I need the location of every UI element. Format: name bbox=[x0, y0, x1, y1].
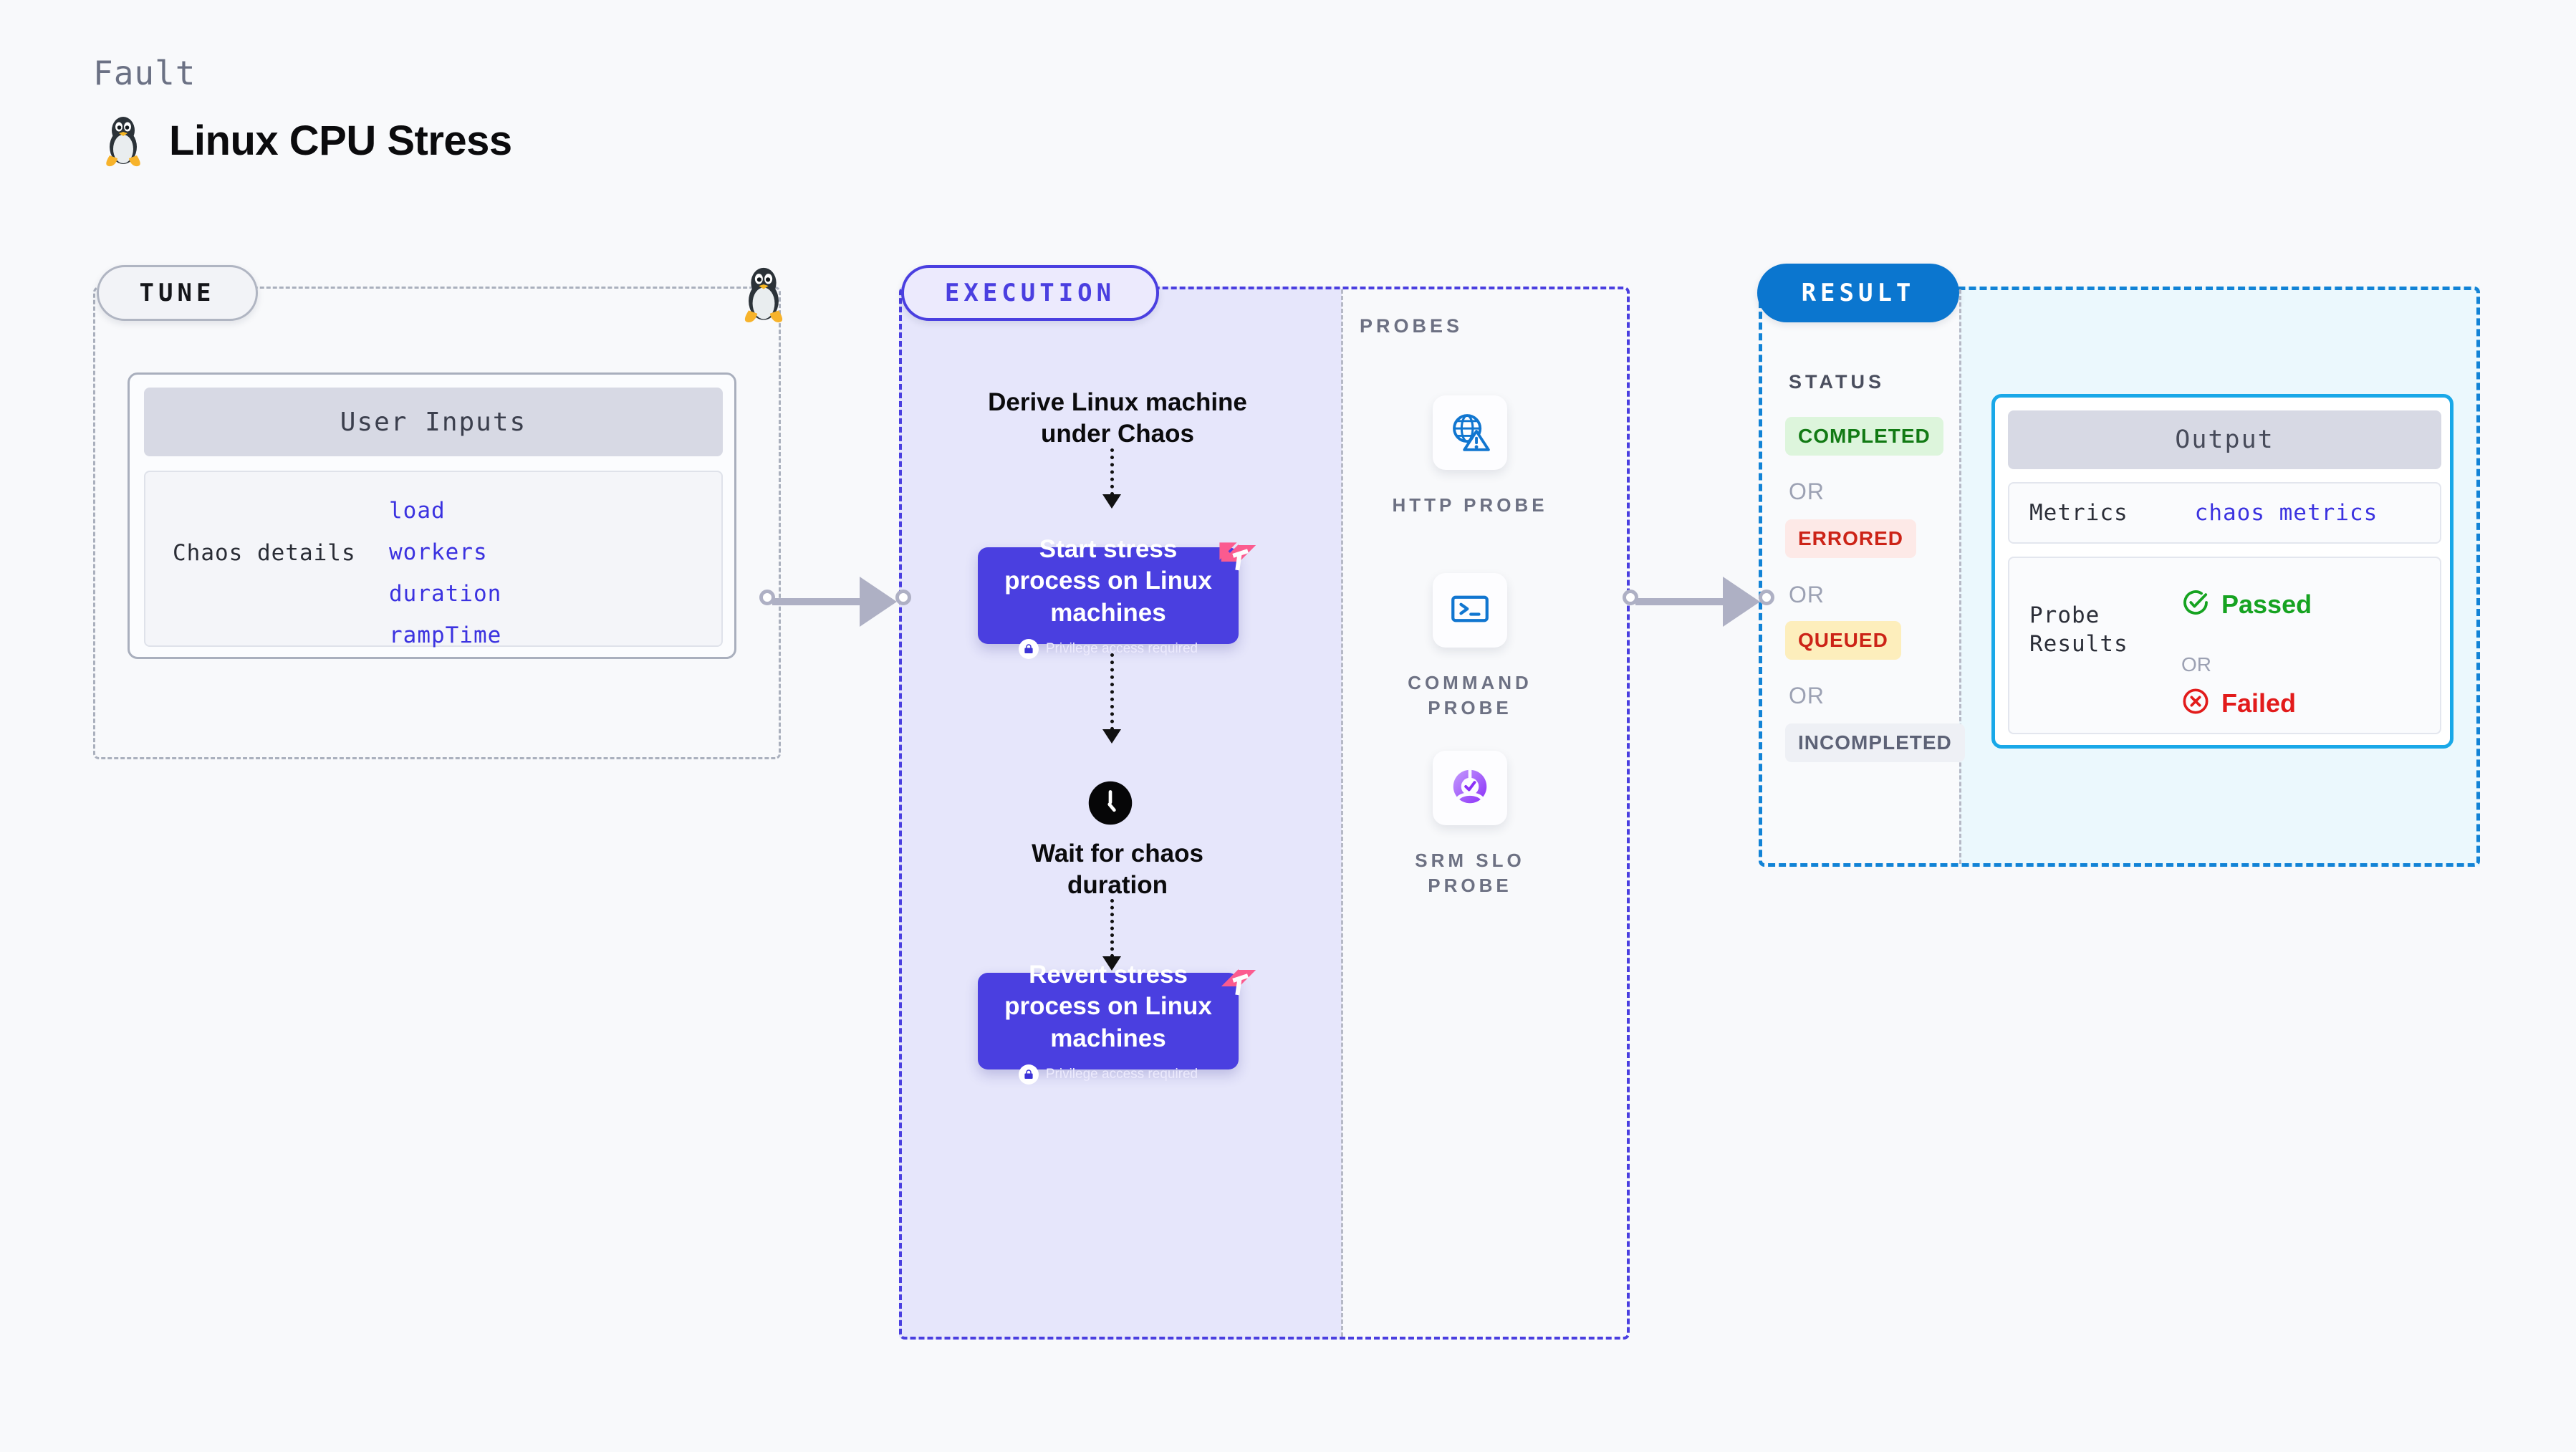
task-title: Revert stress process on Linux machines bbox=[1004, 961, 1212, 1052]
probes-divider bbox=[1341, 289, 1343, 1337]
connector-probes-to-result bbox=[1623, 577, 1780, 627]
probes-section-label: PROBES bbox=[1360, 315, 1464, 337]
failed-label: Failed bbox=[2221, 688, 2297, 718]
probe-label-http: HTTP PROBE bbox=[1392, 494, 1548, 516]
status-or-2: OR bbox=[1789, 582, 1825, 607]
metrics-key: Metrics bbox=[2029, 500, 2128, 526]
slo-check-icon bbox=[1448, 764, 1492, 812]
x-circle-icon bbox=[2181, 687, 2210, 719]
result-pill-label[interactable]: RESULT bbox=[1757, 264, 1959, 322]
probe-results-key: Probe Results bbox=[2029, 602, 2128, 658]
tune-param-duration[interactable]: duration bbox=[389, 581, 502, 607]
status-badge-completed: COMPLETED bbox=[1785, 417, 1943, 456]
flow-arrow-2 bbox=[1102, 653, 1121, 744]
probe-verdict-passed: Passed bbox=[2181, 588, 2312, 620]
page-title: Linux CPU Stress bbox=[169, 117, 512, 164]
fault-kicker-label: Fault bbox=[93, 54, 196, 92]
probe-label-srm-slo: SRM SLO PROBE bbox=[1415, 850, 1525, 897]
passed-label: Passed bbox=[2221, 589, 2312, 619]
user-inputs-card: User Inputs Chaos details load workers d… bbox=[128, 372, 736, 659]
privilege-note-text: Privilege access required bbox=[1045, 1066, 1198, 1082]
lock-icon bbox=[1018, 1064, 1039, 1085]
task-title: Start stress process on Linux machines bbox=[1004, 535, 1212, 627]
output-card-header: Output bbox=[2008, 410, 2441, 469]
clock-icon bbox=[1087, 779, 1134, 827]
privilege-note-text: Privilege access required bbox=[1045, 640, 1198, 656]
tune-panel bbox=[93, 287, 781, 759]
status-badge-queued: QUEUED bbox=[1785, 621, 1901, 660]
flow-arrow-3 bbox=[1102, 899, 1121, 971]
probe-label-command: COMMAND PROBE bbox=[1408, 672, 1532, 719]
tune-pill-label[interactable]: TUNE bbox=[97, 265, 258, 321]
probe-verdict-or: OR bbox=[2181, 653, 2211, 675]
user-inputs-header: User Inputs bbox=[144, 388, 723, 456]
status-badge-incompleted: INCOMPLETED bbox=[1785, 723, 1965, 762]
status-or-1: OR bbox=[1789, 479, 1825, 504]
metrics-row: Metrics chaos metrics bbox=[2008, 482, 2441, 544]
chaos-details-label: Chaos details bbox=[173, 540, 356, 566]
execution-pill-label[interactable]: EXECUTION bbox=[901, 265, 1159, 321]
globe-warning-icon bbox=[1448, 409, 1492, 457]
probe-card-http[interactable] bbox=[1433, 395, 1507, 470]
check-circle-icon bbox=[2181, 588, 2210, 620]
result-divider bbox=[1959, 289, 1961, 864]
privilege-note: Privilege access required bbox=[1018, 1064, 1198, 1085]
status-or-3: OR bbox=[1789, 683, 1825, 708]
tune-param-load[interactable]: load bbox=[389, 498, 446, 524]
result-status-background bbox=[1759, 287, 1959, 867]
linux-penguin-icon bbox=[100, 111, 146, 170]
execution-step-derive-label: Derive Linux machine under Chaos bbox=[988, 388, 1247, 448]
harness-logo-icon bbox=[1218, 966, 1259, 1007]
lock-icon bbox=[1018, 638, 1039, 659]
connector-tune-to-execution bbox=[759, 577, 917, 627]
harness-logo-icon bbox=[1218, 541, 1259, 582]
status-badge-errored: ERRORED bbox=[1785, 519, 1917, 558]
output-card: Output Metrics chaos metrics Probe Resul… bbox=[1991, 394, 2454, 749]
result-panel bbox=[1759, 287, 2480, 867]
status-column-label: STATUS bbox=[1789, 371, 1885, 393]
probe-card-srm-slo[interactable] bbox=[1433, 751, 1507, 825]
execution-task-start-stress[interactable]: Start stress process on Linux machines P… bbox=[978, 535, 1239, 659]
probe-verdict-failed: Failed bbox=[2181, 687, 2296, 719]
terminal-icon bbox=[1448, 587, 1491, 634]
execution-step-wait-label: Wait for chaos duration bbox=[1032, 840, 1203, 900]
linux-penguin-icon bbox=[738, 261, 789, 323]
execution-task-revert-stress[interactable]: Revert stress process on Linux machines … bbox=[978, 961, 1239, 1085]
tune-param-ramptime[interactable]: rampTime bbox=[389, 622, 502, 648]
metrics-value[interactable]: chaos metrics bbox=[2194, 500, 2378, 526]
probe-results-row: Probe Results Passed OR Failed bbox=[2008, 557, 2441, 734]
privilege-note: Privilege access required bbox=[1018, 638, 1198, 659]
flow-arrow-1 bbox=[1102, 448, 1121, 509]
tune-param-workers[interactable]: workers bbox=[389, 539, 488, 565]
fault-title-row: Linux CPU Stress bbox=[100, 111, 512, 170]
execution-panel bbox=[899, 287, 1630, 1340]
probe-card-command[interactable] bbox=[1433, 573, 1507, 648]
chaos-details-box: Chaos details load workers duration ramp… bbox=[144, 471, 723, 648]
